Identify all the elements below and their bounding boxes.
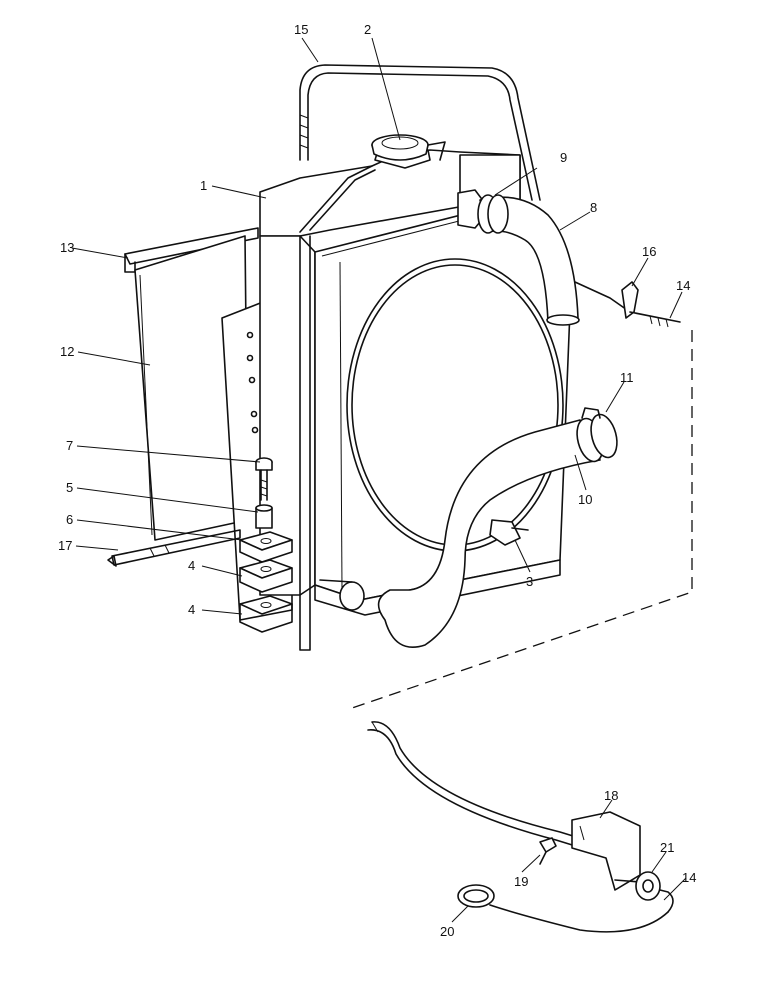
callout-15: 15 bbox=[294, 22, 308, 37]
callout-12: 12 bbox=[60, 344, 74, 359]
leader-lines bbox=[71, 37, 687, 923]
cable-route-dashed bbox=[351, 330, 693, 709]
callout-5: 5 bbox=[66, 480, 73, 495]
callout-19: 19 bbox=[514, 874, 528, 889]
callout-17: 17 bbox=[58, 538, 72, 553]
overflow-pipe bbox=[299, 64, 541, 201]
callout-2: 2 bbox=[364, 22, 371, 37]
callout-6: 6 bbox=[66, 512, 73, 527]
support-bar bbox=[124, 227, 259, 273]
lower-hose bbox=[319, 407, 618, 648]
callout-7: 7 bbox=[66, 438, 73, 453]
upper-hose bbox=[457, 189, 580, 326]
callout-20: 20 bbox=[440, 924, 454, 939]
callout-3: 3 bbox=[526, 574, 533, 589]
stay-rod bbox=[107, 529, 241, 567]
callout-11: 11 bbox=[620, 370, 634, 385]
cable-lower bbox=[367, 721, 613, 857]
callout-10: 10 bbox=[578, 492, 592, 507]
side-shroud-panel bbox=[134, 235, 249, 541]
callout-4a: 4 bbox=[188, 558, 195, 573]
callout-labels: 1 2 3 4 4 5 6 7 8 9 10 11 12 13 14 14 15… bbox=[58, 22, 696, 939]
cable-bracket-upper bbox=[574, 281, 681, 328]
radiator-body bbox=[259, 143, 571, 651]
callout-13: 13 bbox=[60, 240, 74, 255]
radiator-cap bbox=[371, 134, 446, 161]
callout-14b: 14 bbox=[682, 870, 696, 885]
callout-18: 18 bbox=[604, 788, 618, 803]
pull-handle bbox=[457, 871, 674, 933]
callout-14a: 14 bbox=[676, 278, 690, 293]
callout-21: 21 bbox=[660, 840, 674, 855]
callout-8: 8 bbox=[590, 200, 597, 215]
callout-9: 9 bbox=[560, 150, 567, 165]
callout-4b: 4 bbox=[188, 602, 195, 617]
mounting-hardware bbox=[239, 457, 293, 633]
callout-16: 16 bbox=[642, 244, 656, 259]
drain-tap bbox=[489, 519, 529, 546]
cable-bracket-lower bbox=[539, 811, 641, 891]
callout-1: 1 bbox=[200, 178, 207, 193]
